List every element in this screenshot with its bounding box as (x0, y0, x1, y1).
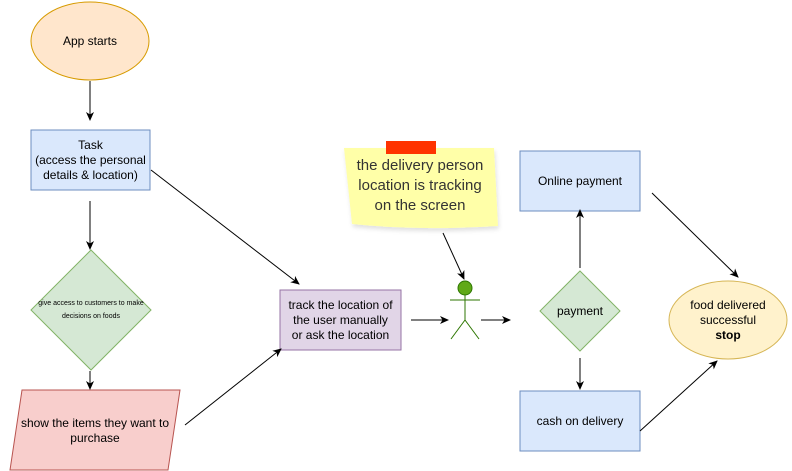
edge-show-track (184, 348, 282, 426)
track-location-node (279, 289, 402, 351)
payment-node (539, 270, 621, 352)
cash-on-delivery-label: cash on delivery (536, 413, 624, 428)
show-items-node (9, 389, 181, 471)
tracking-note-label: the delivery person location is tracking… (356, 157, 484, 214)
edge-note-actor (442, 232, 465, 280)
note-tape (386, 141, 436, 154)
track-location-label: track the location of the user manually … (288, 297, 393, 342)
tracking-note (344, 141, 498, 229)
task-label: Task (access the personal details & loca… (35, 137, 146, 182)
stop-label: stop (715, 327, 741, 342)
end-label: food delivered successful stop (690, 297, 766, 342)
decision-access-label: give access to customers to make decisio… (38, 300, 144, 320)
edge-task-track (150, 169, 300, 285)
start-node (30, 1, 150, 81)
decision-access-node (30, 249, 152, 371)
payment-label: payment (556, 303, 604, 318)
cash-on-delivery-node (519, 390, 641, 452)
show-items-label: show the items they want to purchase (20, 416, 170, 445)
online-payment-label: Online payment (537, 173, 623, 188)
online-payment-node (519, 150, 641, 212)
edge-online-end (651, 192, 739, 278)
actor-head (457, 280, 473, 296)
delivery-person-actor (450, 280, 480, 340)
end-node (668, 280, 788, 360)
task-node (30, 129, 151, 191)
edge-cash-end (639, 360, 718, 432)
start-label: App starts (62, 33, 118, 48)
